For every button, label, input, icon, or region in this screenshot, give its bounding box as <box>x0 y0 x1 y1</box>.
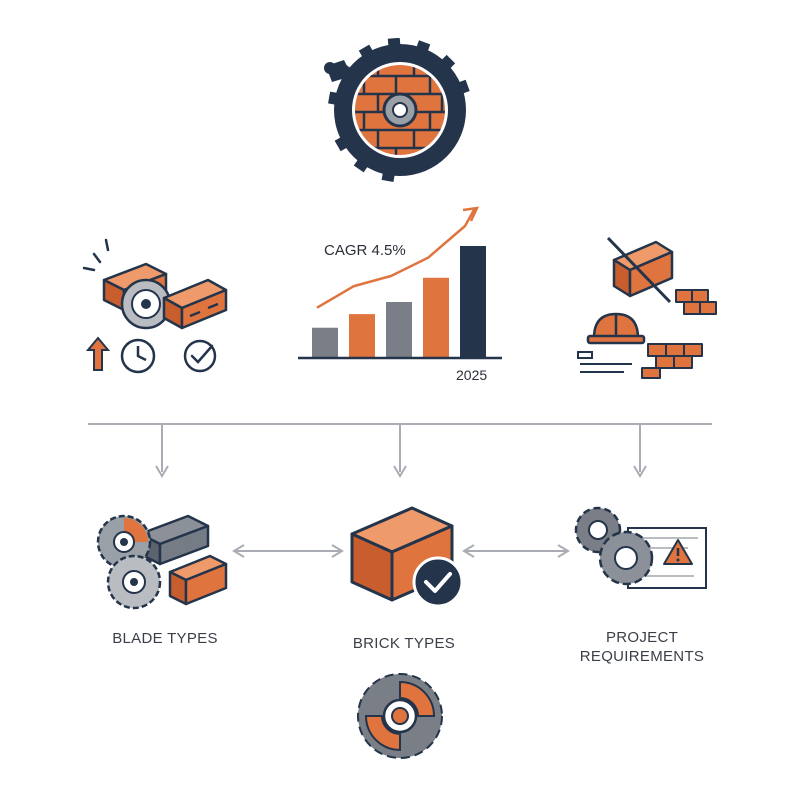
trend-line <box>316 207 477 309</box>
bar-5 <box>460 246 486 358</box>
down-arrow-right <box>633 424 647 478</box>
blade-types-icon <box>96 514 228 610</box>
double-arrow-left <box>232 544 344 558</box>
brick-icon-2 <box>162 278 228 330</box>
node-label-project-requirements: PROJECT REQUIREMENTS <box>542 628 742 666</box>
crossed-brick-icon <box>606 236 674 304</box>
project-constraints-cluster <box>577 236 717 379</box>
node-label-line: REQUIREMENTS <box>579 648 705 665</box>
bar-2 <box>349 314 375 358</box>
bar-4 <box>423 277 449 358</box>
hard-hat-icon <box>586 312 646 345</box>
double-arrow-right <box>462 544 570 558</box>
cagr-annotation: CAGR 4.5% <box>324 242 406 259</box>
down-arrow-left <box>155 424 169 478</box>
saw-blade-icon-2 <box>106 554 162 610</box>
circular-blade-icon <box>357 673 443 759</box>
cutting-bricks-cluster <box>82 238 228 374</box>
brick-types-icon <box>350 506 464 608</box>
trend-arrowhead <box>462 206 480 222</box>
check-circle-icon <box>183 339 217 373</box>
up-arrow-icon <box>85 336 111 371</box>
node-label-line: PROJECT <box>605 629 679 646</box>
node-label-brick-types: BRICK TYPES <box>304 634 504 653</box>
bar-3 <box>386 302 412 358</box>
saw-blade-icon-1 <box>96 514 152 570</box>
node-label-line: BLADE TYPES <box>112 630 218 647</box>
small-saw-blade-icon <box>120 278 172 330</box>
warning-icon <box>663 539 693 565</box>
growth-chart <box>298 206 502 360</box>
gear-icon-2 <box>598 530 654 586</box>
brick-pile-icon <box>641 343 703 379</box>
project-requirements-icon <box>574 506 707 589</box>
spark-lines-icon <box>82 238 110 272</box>
x-tick-label-2025: 2025 <box>456 367 488 383</box>
node-label-blade-types: BLADE TYPES <box>65 629 265 648</box>
gray-brick-icon <box>138 514 210 566</box>
node-label-line: BRICK TYPES <box>352 635 456 652</box>
bar-1 <box>312 327 338 358</box>
small-brick-stack-icon <box>675 289 717 315</box>
brick-saw-blade-icon <box>324 38 470 182</box>
document-icon <box>577 351 632 373</box>
check-badge-icon <box>412 556 464 608</box>
orange-brick-icon <box>168 554 228 606</box>
clock-icon <box>120 338 156 374</box>
down-arrow-center <box>393 424 407 478</box>
